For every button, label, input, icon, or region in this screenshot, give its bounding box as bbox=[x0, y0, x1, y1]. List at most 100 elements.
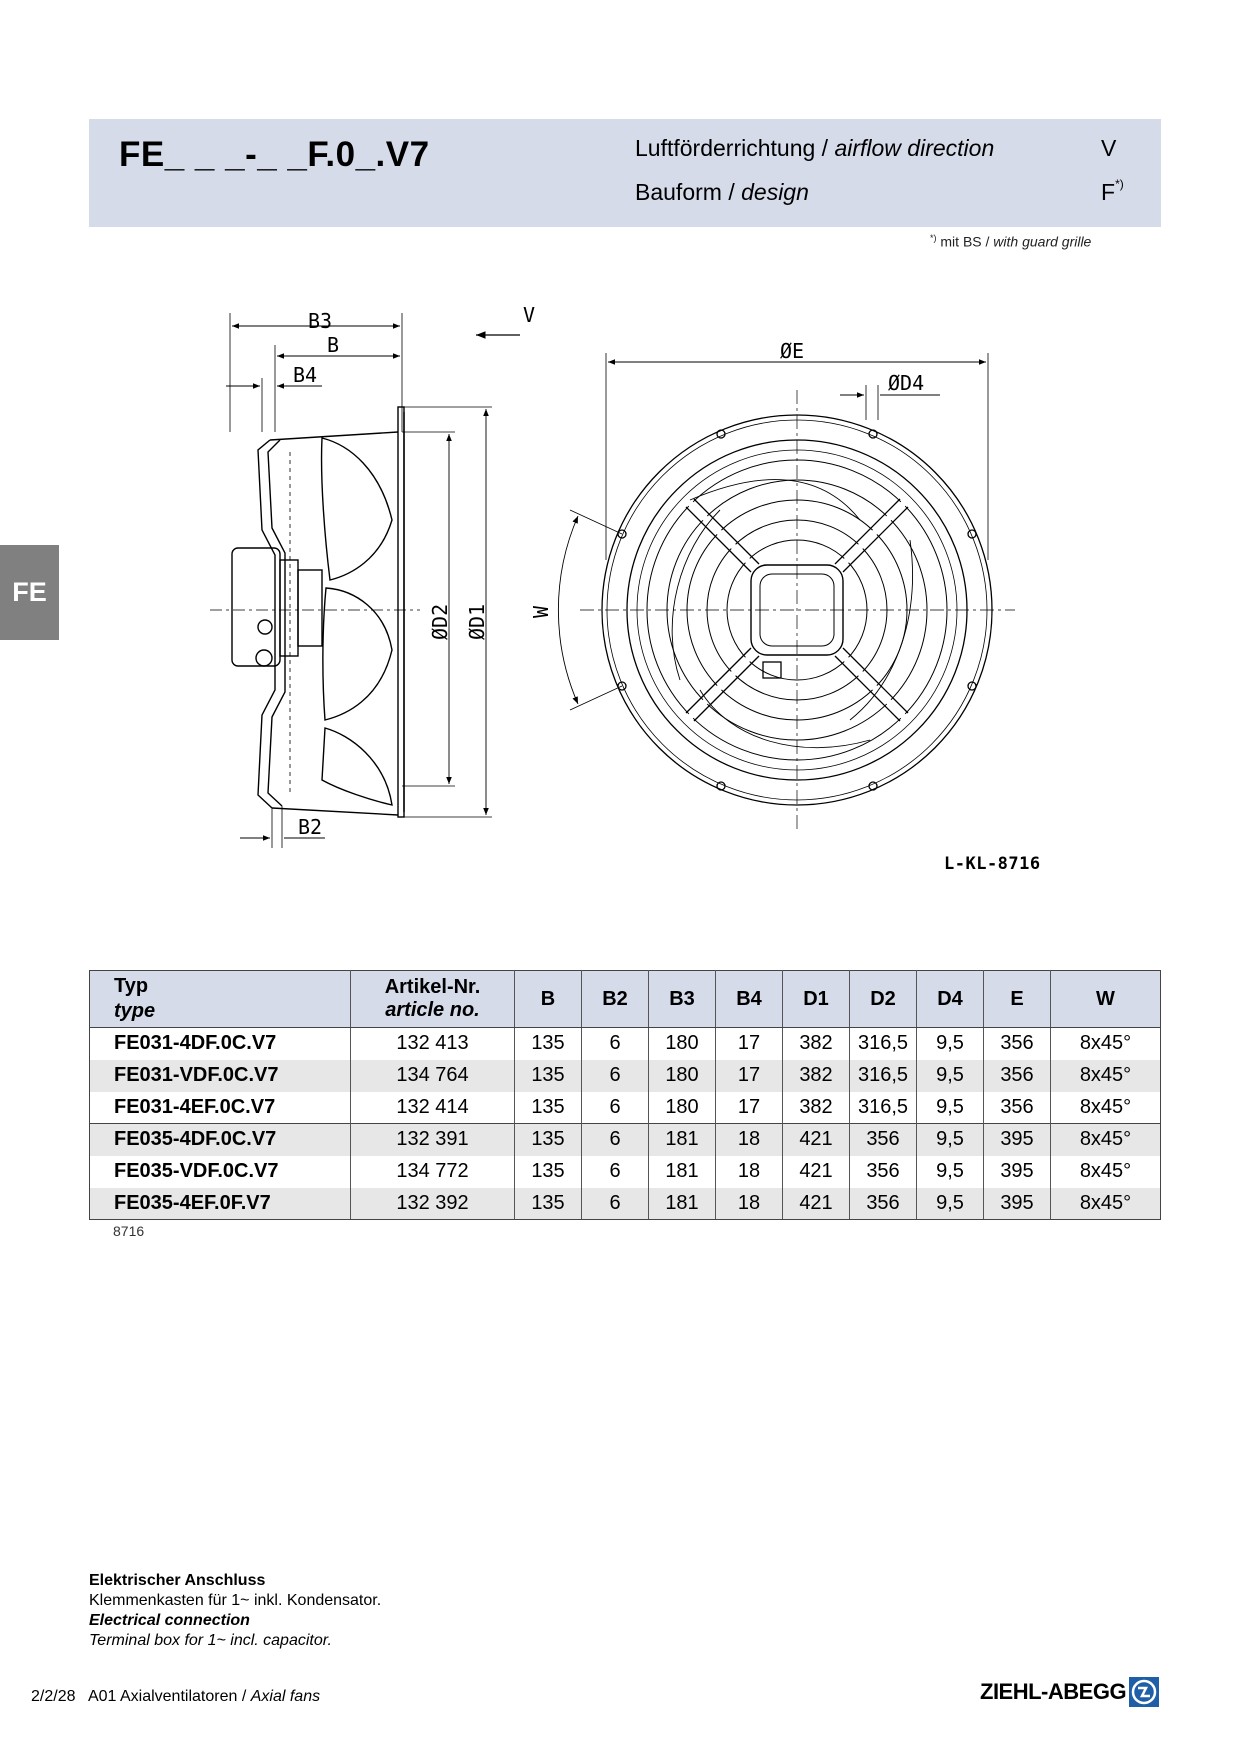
cell-b4: 18 bbox=[715, 1187, 783, 1220]
cell-type: FE031-VDF.0C.V7 bbox=[89, 1059, 351, 1092]
cell-w: 8x45° bbox=[1050, 1059, 1161, 1092]
cell-b3: 181 bbox=[648, 1123, 716, 1156]
cell-b4: 17 bbox=[715, 1059, 783, 1092]
cell-e: 356 bbox=[983, 1059, 1051, 1092]
airflow-label-en: airflow direction bbox=[834, 135, 995, 161]
design-value-mark: *) bbox=[1115, 177, 1124, 191]
label-b2: B2 bbox=[298, 815, 322, 839]
page-number: 2/2/28 bbox=[31, 1688, 76, 1705]
cell-b2: 6 bbox=[581, 1123, 649, 1156]
label-d2: ØD2 bbox=[428, 604, 452, 640]
header-w: W bbox=[1050, 970, 1161, 1028]
dimension-labels: B3 B B4 B2 V ØD2 ØD1 ØE ØD4 W bbox=[293, 303, 924, 839]
label-w: W bbox=[529, 605, 553, 618]
guard-grille-footnote: *) mit BS / with guard grille bbox=[930, 233, 1091, 250]
header-d1: D1 bbox=[782, 970, 850, 1028]
label-d4: ØD4 bbox=[888, 371, 924, 395]
header-b: B bbox=[514, 970, 582, 1028]
table-reference: 8716 bbox=[113, 1223, 145, 1239]
cell-e: 395 bbox=[983, 1187, 1051, 1220]
section-de: A01 Axialventilatoren / bbox=[87, 1688, 247, 1705]
cell-d2: 316,5 bbox=[849, 1091, 917, 1124]
model-code: FE_ _ _-_ _F.0_.V7 bbox=[119, 135, 430, 174]
design-label-en: design bbox=[741, 179, 809, 205]
cell-b: 135 bbox=[514, 1027, 582, 1060]
airflow-direction-label: Luftförderrichtung / airflow direction bbox=[635, 135, 994, 162]
cell-d1: 382 bbox=[782, 1091, 850, 1124]
header-b2: B2 bbox=[581, 970, 649, 1028]
header-article: Artikel-Nr. article no. bbox=[350, 970, 515, 1028]
electrical-title-de: Elektrischer Anschluss bbox=[89, 1572, 266, 1589]
cell-b: 135 bbox=[514, 1059, 582, 1092]
cell-d4: 9,5 bbox=[916, 1123, 984, 1156]
cell-w: 8x45° bbox=[1050, 1027, 1161, 1060]
label-v: V bbox=[523, 303, 535, 327]
electrical-text-de: Klemmenkasten für 1~ inkl. Kondensator. bbox=[89, 1592, 382, 1609]
footnote-text-en: with guard grille bbox=[993, 233, 1092, 250]
cell-b2: 6 bbox=[581, 1187, 649, 1220]
side-tab-fe: FE bbox=[0, 545, 59, 640]
cell-w: 8x45° bbox=[1050, 1187, 1161, 1220]
header-type-en: type bbox=[114, 1000, 156, 1022]
airflow-direction-value: V bbox=[1101, 135, 1117, 161]
cell-type: FE035-4EF.0F.V7 bbox=[89, 1187, 351, 1220]
electrical-connection: Elektrischer Anschluss Klemmenkasten für… bbox=[89, 1571, 381, 1651]
drawing-number: L-KL-8716 bbox=[944, 854, 1041, 874]
electrical-text-en: Terminal box for 1~ incl. capacitor. bbox=[89, 1632, 332, 1649]
cell-d4: 9,5 bbox=[916, 1091, 984, 1124]
brand-name: ZIEHL-ABEGG bbox=[980, 1679, 1127, 1704]
electrical-title-en: Electrical connection bbox=[89, 1612, 250, 1629]
cell-w: 8x45° bbox=[1050, 1123, 1161, 1156]
cell-d1: 382 bbox=[782, 1059, 850, 1092]
section-en: Axial fans bbox=[250, 1688, 321, 1705]
cell-b4: 18 bbox=[715, 1123, 783, 1156]
header-b3: B3 bbox=[648, 970, 716, 1028]
design-label: Bauform / design bbox=[635, 179, 809, 206]
cell-d1: 421 bbox=[782, 1155, 850, 1188]
label-e: ØE bbox=[780, 339, 804, 363]
cell-b4: 18 bbox=[715, 1155, 783, 1188]
cell-article: 132 392 bbox=[350, 1187, 515, 1220]
cell-d2: 316,5 bbox=[849, 1059, 917, 1092]
cell-b2: 6 bbox=[581, 1059, 649, 1092]
cell-type: FE031-4EF.0C.V7 bbox=[89, 1091, 351, 1124]
cell-b3: 181 bbox=[648, 1187, 716, 1220]
cell-type: FE035-VDF.0C.V7 bbox=[89, 1155, 351, 1188]
cell-e: 395 bbox=[983, 1155, 1051, 1188]
cell-type: FE031-4DF.0C.V7 bbox=[89, 1027, 351, 1060]
cell-b4: 17 bbox=[715, 1027, 783, 1060]
cell-b2: 6 bbox=[581, 1027, 649, 1060]
fan-technical-drawing: B3 B B4 B2 V ØD2 ØD1 ØE ØD4 W bbox=[210, 303, 1015, 848]
cell-b: 135 bbox=[514, 1187, 582, 1220]
cell-d1: 421 bbox=[782, 1123, 850, 1156]
dimensions-table: Typ type Artikel-Nr. article no. B B2 B3… bbox=[89, 970, 1161, 1220]
cell-b: 135 bbox=[514, 1091, 582, 1124]
cell-d4: 9,5 bbox=[916, 1187, 984, 1220]
table-header-row: Typ type Artikel-Nr. article no. B B2 B3… bbox=[89, 970, 1161, 1028]
cell-article: 132 414 bbox=[350, 1091, 515, 1124]
cell-w: 8x45° bbox=[1050, 1091, 1161, 1124]
cell-d2: 356 bbox=[849, 1155, 917, 1188]
header-d4: D4 bbox=[916, 970, 984, 1028]
label-d1: ØD1 bbox=[465, 604, 489, 640]
cell-b4: 17 bbox=[715, 1091, 783, 1124]
cell-article: 134 764 bbox=[350, 1059, 515, 1092]
cell-type: FE035-4DF.0C.V7 bbox=[89, 1123, 351, 1156]
footnote-mark: *) bbox=[930, 233, 937, 243]
cell-d4: 9,5 bbox=[916, 1027, 984, 1060]
side-view bbox=[210, 313, 520, 848]
header-e: E bbox=[983, 970, 1051, 1028]
header-type-de: Typ bbox=[114, 975, 149, 997]
cell-d2: 356 bbox=[849, 1123, 917, 1156]
front-view bbox=[557, 353, 1015, 830]
cell-d2: 316,5 bbox=[849, 1027, 917, 1060]
cell-article: 132 391 bbox=[350, 1123, 515, 1156]
cell-b3: 180 bbox=[648, 1091, 716, 1124]
cell-b3: 180 bbox=[648, 1027, 716, 1060]
